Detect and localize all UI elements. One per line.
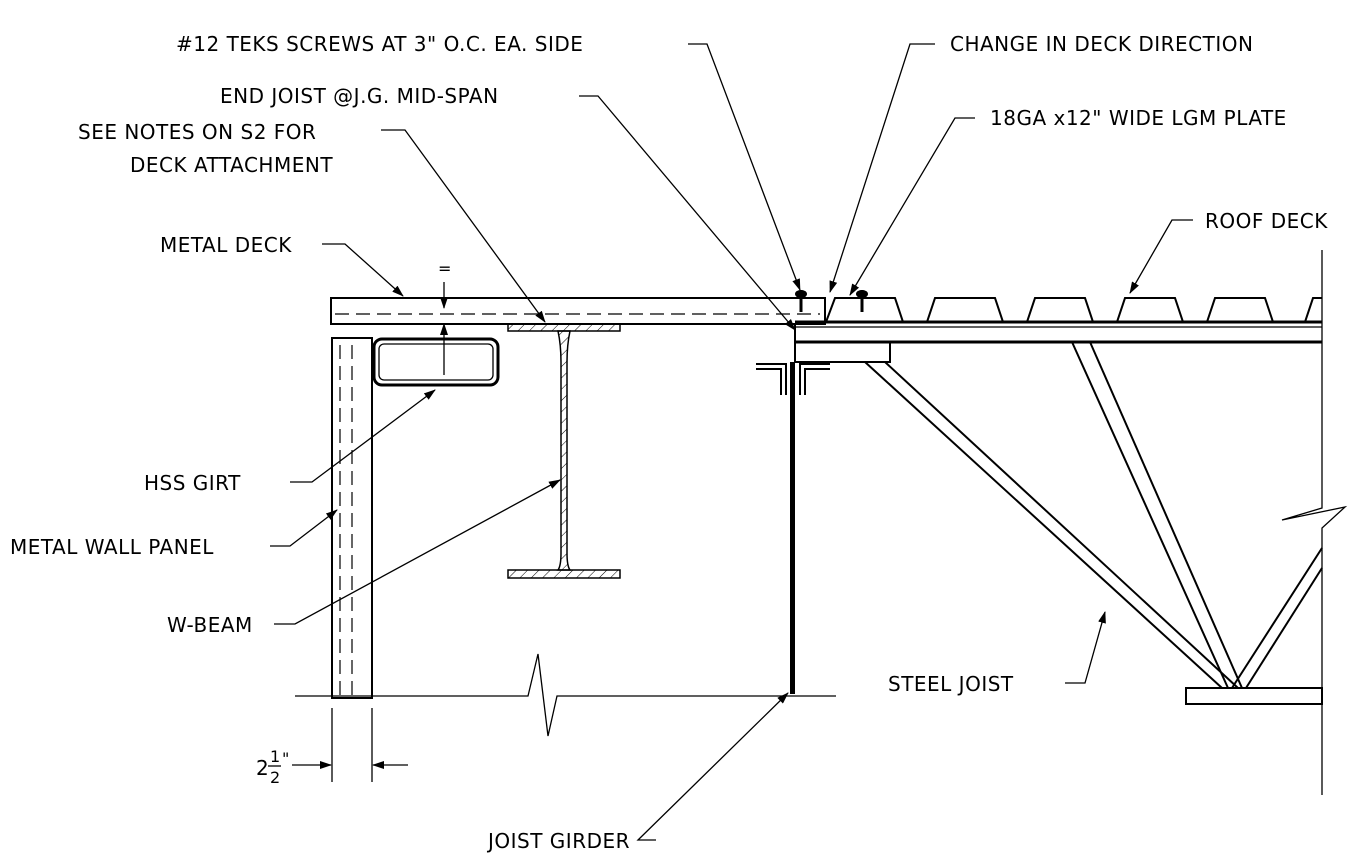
label-joist-girder: JOIST GIRDER (486, 829, 630, 853)
dim-denominator: 2 (270, 768, 280, 787)
equal-mark: = (438, 259, 451, 278)
joist-girder (756, 362, 830, 694)
dim-unit: " (282, 749, 289, 768)
section-break-line (295, 653, 836, 737)
metal-wall-panel (331, 337, 373, 699)
deck-dimension: = (438, 259, 451, 375)
leaders (270, 43, 1193, 841)
hss-girt (372, 337, 500, 387)
dim-whole: 2 (256, 756, 269, 780)
label-metal-wall-panel: METAL WALL PANEL (10, 535, 214, 559)
metal-deck (330, 297, 826, 325)
label-teks-screws: #12 TEKS SCREWS AT 3" O.C. EA. SIDE (176, 32, 583, 56)
label-lgm-plate: 18GA x12" WIDE LGM PLATE (990, 106, 1287, 130)
label-see-notes-1: SEE NOTES ON S2 FOR (78, 120, 316, 144)
label-see-notes-2: DECK ATTACHMENT (130, 153, 333, 177)
label-w-beam: W-BEAM (167, 613, 253, 637)
label-change-deck-direction: CHANGE IN DECK DIRECTION (950, 32, 1253, 56)
label-end-joist: END JOIST @J.G. MID-SPAN (220, 84, 499, 108)
steel-joist (795, 250, 1348, 795)
label-steel-joist: STEEL JOIST (888, 672, 1014, 696)
dim-numerator: 1 (270, 747, 280, 766)
roof-deck (795, 297, 1322, 328)
w-beam (507, 323, 621, 579)
label-metal-deck: METAL DECK (160, 233, 292, 257)
panel-dimension: 2 1 2 " (256, 708, 408, 787)
label-roof-deck: ROOF DECK (1205, 209, 1328, 233)
label-hss-girt: HSS GIRT (144, 471, 241, 495)
